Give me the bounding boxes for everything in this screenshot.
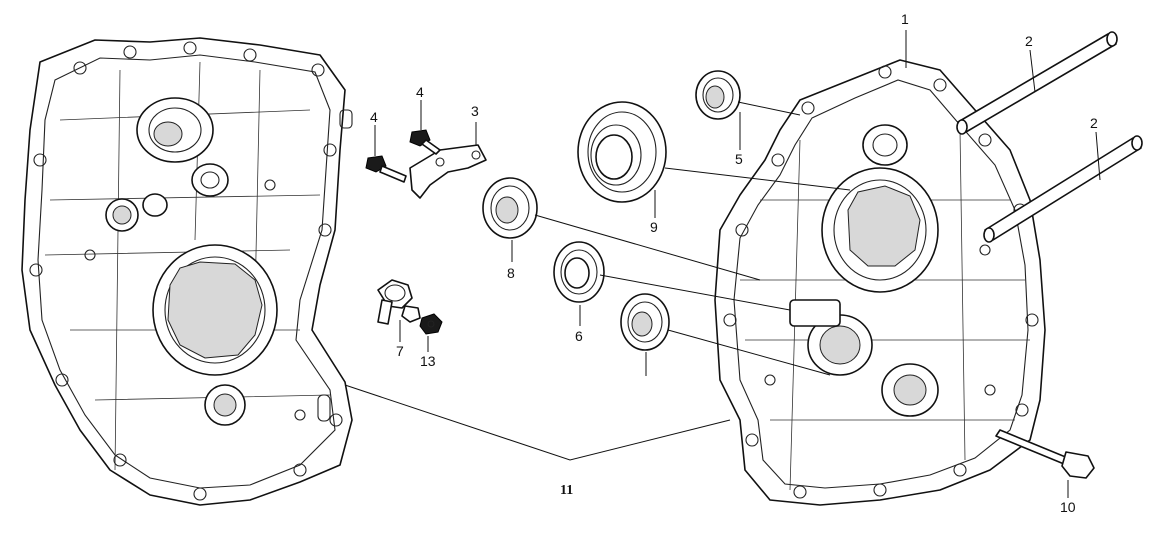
sensor-7 bbox=[377, 279, 421, 325]
stud-bolt-lower bbox=[983, 135, 1143, 243]
label-part-13: 13 bbox=[420, 353, 436, 369]
label-part-11: 11 bbox=[560, 483, 573, 498]
bracket-3 bbox=[409, 144, 487, 199]
label-part-6: 6 bbox=[575, 328, 583, 344]
left-crankcase-half bbox=[21, 37, 353, 506]
bolt-4-left bbox=[365, 155, 407, 183]
label-part-8: 8 bbox=[507, 265, 515, 281]
label-part-1: 1 bbox=[901, 11, 909, 27]
callout-labels: 1 2 2 3 4 4 5 6 7 8 9 10 11 13 bbox=[370, 11, 1098, 515]
label-part-2-lower: 2 bbox=[1090, 115, 1098, 131]
label-part-5: 5 bbox=[735, 151, 743, 167]
stud-bolt-upper bbox=[956, 31, 1118, 135]
nut-13 bbox=[419, 313, 443, 335]
label-part-4-right: 4 bbox=[416, 84, 424, 100]
label-part-7: 7 bbox=[396, 343, 404, 359]
label-part-9: 9 bbox=[650, 219, 658, 235]
label-part-4-left: 4 bbox=[370, 109, 378, 125]
bearing-9 bbox=[577, 101, 667, 203]
label-part-2-upper: 2 bbox=[1025, 33, 1033, 49]
bearing-lower bbox=[620, 293, 670, 351]
bearing-5 bbox=[695, 70, 741, 120]
drain-bolt-10 bbox=[995, 429, 1095, 479]
right-crankcase-half bbox=[714, 59, 1046, 506]
oil-seal-6 bbox=[553, 241, 605, 303]
bearing-8 bbox=[482, 177, 538, 239]
label-part-10: 10 bbox=[1060, 499, 1076, 515]
label-part-3: 3 bbox=[471, 103, 479, 119]
bolt-4-right bbox=[409, 129, 441, 155]
leader-lines bbox=[344, 30, 1101, 498]
